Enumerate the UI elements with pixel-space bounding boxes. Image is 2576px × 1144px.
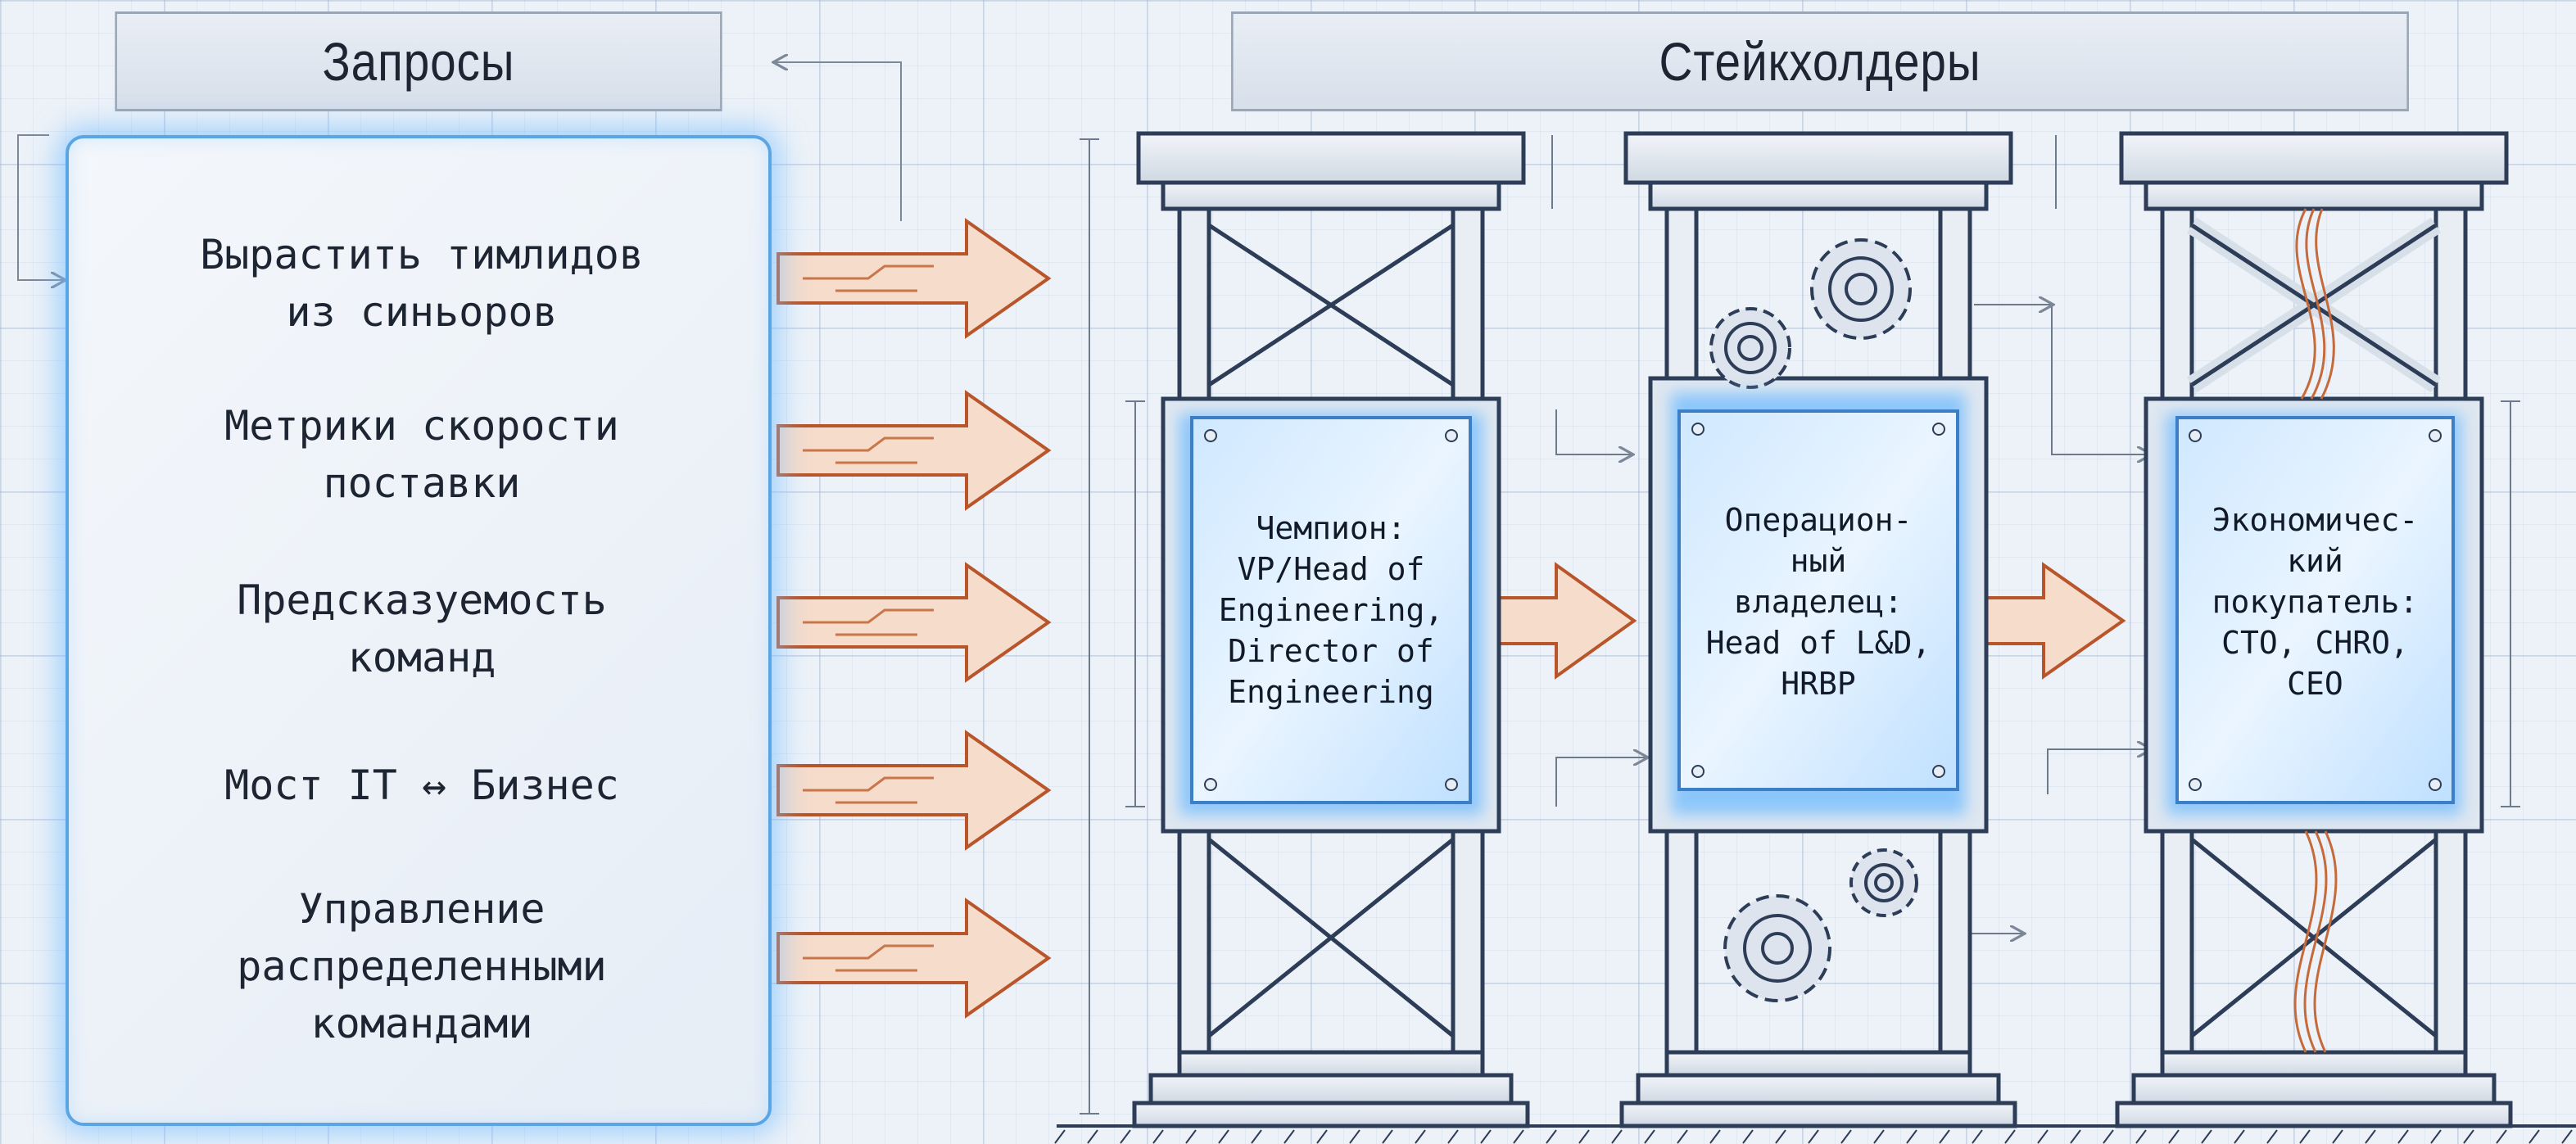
stakeholders-title: Стейкхолдеры — [1659, 31, 1981, 92]
buyer-card — [2175, 416, 2455, 804]
arrow-owner-to-buyer — [1981, 562, 2126, 680]
operational-owner-label: Операцион- ный владелец: Head of L&D, HR… — [1705, 502, 1931, 702]
request-arrow-1 — [776, 218, 1052, 339]
arrow-champion-to-owner — [1491, 562, 1637, 680]
request-arrows — [776, 218, 1052, 1019]
dimension-lines — [1080, 135, 2520, 1115]
request-arrow-4 — [776, 730, 1052, 851]
cable-bundle — [2293, 208, 2338, 1053]
request-arrow-2 — [776, 390, 1052, 511]
requests-panel — [66, 135, 772, 1126]
request-item-grow-leads: Вырастить тимлидов из синьоров — [200, 231, 644, 336]
request-item-delivery-metrics: Метрики скорости поставки — [224, 402, 619, 507]
stakeholders-header: Стейкхолдеры — [1231, 11, 2409, 111]
gear-icon — [1709, 238, 1918, 1002]
request-item-distributed-teams: Управление распределенными командами — [237, 885, 607, 1047]
card-bolts — [1204, 423, 2442, 791]
connector-lines — [17, 62, 902, 280]
champion-label: Чемпион: VP/Head of Engineering, Directo… — [1218, 510, 1444, 710]
champion-card — [1190, 416, 1472, 804]
request-arrow-5 — [776, 898, 1052, 1019]
request-item-predictability: Предсказуемость команд — [237, 577, 607, 681]
request-arrow-3 — [776, 562, 1052, 683]
request-item-it-business-bridge: Мост IT ↔ Бизнес — [224, 762, 619, 809]
pillar-arrows — [1491, 562, 2126, 680]
requests-title: Запросы — [322, 31, 515, 92]
owner-card — [1677, 409, 1959, 791]
requests-header: Запросы — [115, 11, 722, 111]
ground — [1054, 1124, 2576, 1144]
economic-buyer-label: Экономичес- кий покупатель: CTO, CHRO, C… — [2212, 502, 2419, 702]
